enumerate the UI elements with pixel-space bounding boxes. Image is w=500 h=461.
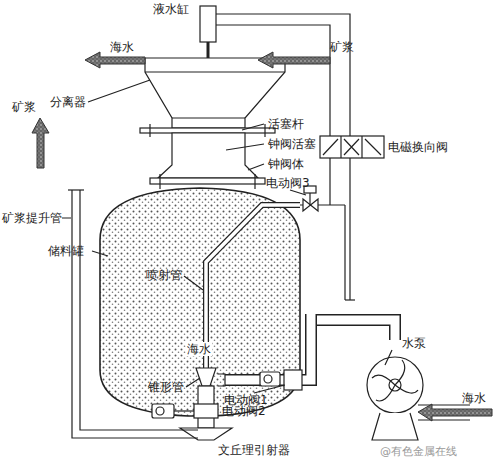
part-label: 活塞杆 <box>268 117 304 131</box>
part-label: 液水缸 <box>153 2 189 16</box>
part-label: 电动阀3 <box>266 176 310 190</box>
part-label: 电磁换向阀 <box>388 140 448 154</box>
part-label: 矿浆 <box>12 100 36 114</box>
part-label: 电动阀2 <box>222 404 266 418</box>
watermark: @有色金属在线 <box>380 445 457 459</box>
part-label: 矿浆提升管 <box>2 211 62 225</box>
part-label: 分离器 <box>50 95 86 109</box>
part-label: 海水 <box>110 40 134 54</box>
part-label: 文丘理引射器 <box>218 443 290 457</box>
part-label: 海水 <box>462 391 486 405</box>
part-label: 钟阀活塞 <box>268 137 316 151</box>
part-label: 矿浆 <box>330 40 354 54</box>
part-label: 海水 <box>186 342 212 356</box>
part-label: 钟阀体 <box>268 157 304 171</box>
part-label: 喷射管 <box>146 268 182 282</box>
part-label: 锥形管 <box>148 380 184 394</box>
part-label: 储料罐 <box>48 244 84 258</box>
part-label: 水泵 <box>402 336 426 350</box>
